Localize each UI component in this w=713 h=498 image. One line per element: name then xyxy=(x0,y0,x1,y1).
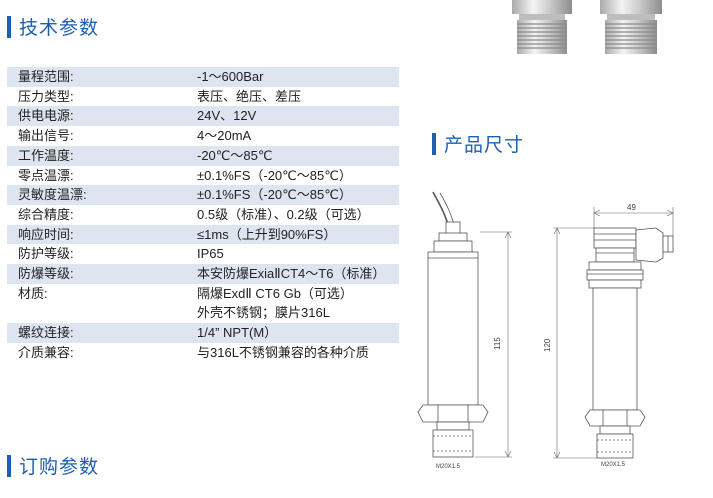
spec-value: 与316L不锈钢兼容的各种介质 xyxy=(197,344,369,360)
spec-row: 灵敏度温漂: ±0.1%FS（-20℃～85℃） xyxy=(7,185,399,205)
dimensions-heading: 产品尺寸 xyxy=(432,130,524,157)
spec-value: 外壳不锈钢；膜片316L xyxy=(197,305,330,321)
spec-value: 0.5级（标准）、0.2级（可选） xyxy=(197,206,370,222)
spec-value: -1～600Bar xyxy=(197,69,264,84)
spec-value: IP65 xyxy=(197,246,224,262)
spec-row: 防护等级: IP65 xyxy=(7,244,399,264)
specs-heading: 技术参数 xyxy=(7,13,99,40)
spec-value: 4～20mA xyxy=(197,128,252,144)
spec-table: 量程范围: -1～600Bar 压力类型: 表压、绝压、差压供电电源: 24V、12V 输… xyxy=(7,67,399,363)
drawing-cable-type xyxy=(417,191,489,458)
spec-key: 压力类型: xyxy=(18,88,74,104)
spec-row: 供电电源: 24V、12V xyxy=(7,106,399,127)
spec-key: 响应时间: xyxy=(18,226,74,242)
spec-row: 螺纹连接: 1/4” NPT(M） xyxy=(7,323,399,343)
sensor-photo-left xyxy=(512,0,572,54)
heading-accent-bar xyxy=(7,15,11,38)
spec-key: 防护等级: xyxy=(18,246,74,262)
spec-value: ≤1ms（上升到90%FS） xyxy=(197,226,337,242)
spec-value: 隔爆ExdⅡ CT6 Gb（可选） xyxy=(197,285,353,301)
spec-value: 本安防爆ExiaⅡCT4～T6（标准） xyxy=(197,266,386,282)
spec-value: 1/4” NPT(M） xyxy=(197,325,278,341)
spec-row: 量程范围: -1～600Bar xyxy=(7,67,399,87)
spec-row: 输出信号: 4～20mA xyxy=(7,126,399,146)
spec-row: 防爆等级: 本安防爆ExiaⅡCT4～T6（标准） xyxy=(7,264,399,284)
spec-row: 零点温漂: ±0.1%FS（-20℃～85℃） xyxy=(7,166,399,186)
heading-accent-bar xyxy=(432,132,436,155)
spec-key: 螺纹连接: xyxy=(18,325,74,341)
sensor-photo-right xyxy=(600,0,662,54)
spec-row: 综合精度: 0.5级（标准）、0.2级（可选） xyxy=(7,205,399,225)
drawing-connector-type xyxy=(584,227,674,459)
spec-key: 零点温漂: xyxy=(18,167,74,183)
spec-value: ±0.1%FS（-20℃～85℃） xyxy=(197,187,352,203)
spec-key xyxy=(7,303,194,323)
spec-key: 输出信号: xyxy=(18,128,74,144)
spec-value: ±0.1%FS（-20℃～85℃） xyxy=(197,167,352,183)
product-photo xyxy=(512,0,662,54)
spec-value: 24V、12V xyxy=(197,108,257,124)
spec-value: -20℃～85℃ xyxy=(197,147,273,163)
order-heading: 订购参数 xyxy=(7,452,99,479)
spec-key: 供电电源: xyxy=(18,108,74,124)
dimension-line-120 xyxy=(553,227,597,459)
dimension-drawings: 115 M20X1.5 49 xyxy=(417,191,674,470)
dimension-line-115 xyxy=(475,231,512,458)
spec-row: 外壳不锈钢；膜片316L xyxy=(7,303,399,323)
dimension-label-49: 49 xyxy=(627,203,636,212)
dimension-label-115: 115 xyxy=(493,337,502,350)
spec-key: 工作温度: xyxy=(18,147,74,163)
dimensions-title: 产品尺寸 xyxy=(444,135,525,156)
dimension-line-49 xyxy=(593,207,674,236)
heading-accent-bar xyxy=(7,454,11,477)
spec-key: 综合精度: xyxy=(18,206,74,222)
thread-label-left: M20X1.5 xyxy=(436,464,461,470)
specs-title: 技术参数 xyxy=(19,18,100,39)
dimension-label-120: 120 xyxy=(543,338,552,352)
spec-key: 材质: xyxy=(18,285,48,301)
spec-key: 防爆等级: xyxy=(18,266,74,282)
spec-row: 材质: 隔爆ExdⅡ CT6 Gb（可选） xyxy=(7,284,399,304)
spec-row: 工作温度: -20℃～85℃ xyxy=(7,145,399,166)
spec-row: 压力类型: 表压、绝压、差压 xyxy=(7,87,399,107)
thread-label-right: M20X1.5 xyxy=(601,462,626,468)
spec-key: 灵敏度温漂: xyxy=(18,187,87,203)
spec-value: 表压、绝压、差压 xyxy=(197,88,302,104)
spec-row: 响应时间: ≤1ms（上升到90%FS） xyxy=(7,224,399,245)
order-title: 订购参数 xyxy=(19,457,100,478)
spec-key: 量程范围: xyxy=(18,69,74,84)
spec-key: 介质兼容: xyxy=(18,344,74,360)
spec-row: 介质兼容: 与316L不锈钢兼容的各种介质 xyxy=(7,343,399,363)
